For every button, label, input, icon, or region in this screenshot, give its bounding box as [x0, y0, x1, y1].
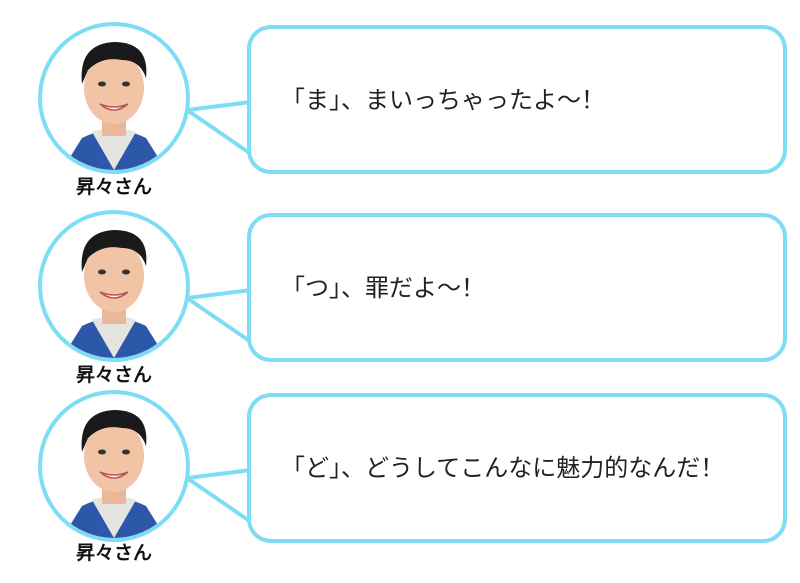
message-text: 「ど」、どうしてこんなに魅力的なんだ！ [281, 454, 725, 482]
avatar [38, 210, 190, 362]
speech-bubble: 「ど」、どうしてこんなに魅力的なんだ！ [247, 393, 787, 543]
avatar [38, 390, 190, 542]
speech-bubble-tail [185, 468, 257, 524]
chat-message: 昇々さん 「ま」、まいっちゃったよ～！ [0, 22, 800, 202]
speaker-name: 昇々さん [75, 542, 152, 564]
chat-message: 昇々さん 「つ」、罪だよ～！ [0, 210, 800, 390]
chat-message: 昇々さん 「ど」、どうしてこんなに魅力的なんだ！ [0, 390, 800, 570]
person-portrait-icon [62, 42, 166, 170]
speech-bubble-tail [185, 100, 257, 156]
message-text: 「ま」、まいっちゃったよ～！ [281, 85, 605, 114]
speech-bubble: 「ま」、まいっちゃったよ～！ [247, 25, 787, 174]
speech-bubble: 「つ」、罪だよ～！ [247, 213, 787, 362]
person-portrait-icon [62, 410, 166, 538]
speaker-name: 昇々さん [75, 176, 152, 198]
speaker-name: 昇々さん [75, 364, 152, 386]
person-portrait-icon [62, 230, 166, 358]
message-text: 「つ」、罪だよ～！ [281, 273, 485, 302]
speech-bubble-tail [185, 288, 257, 344]
avatar [38, 22, 190, 174]
